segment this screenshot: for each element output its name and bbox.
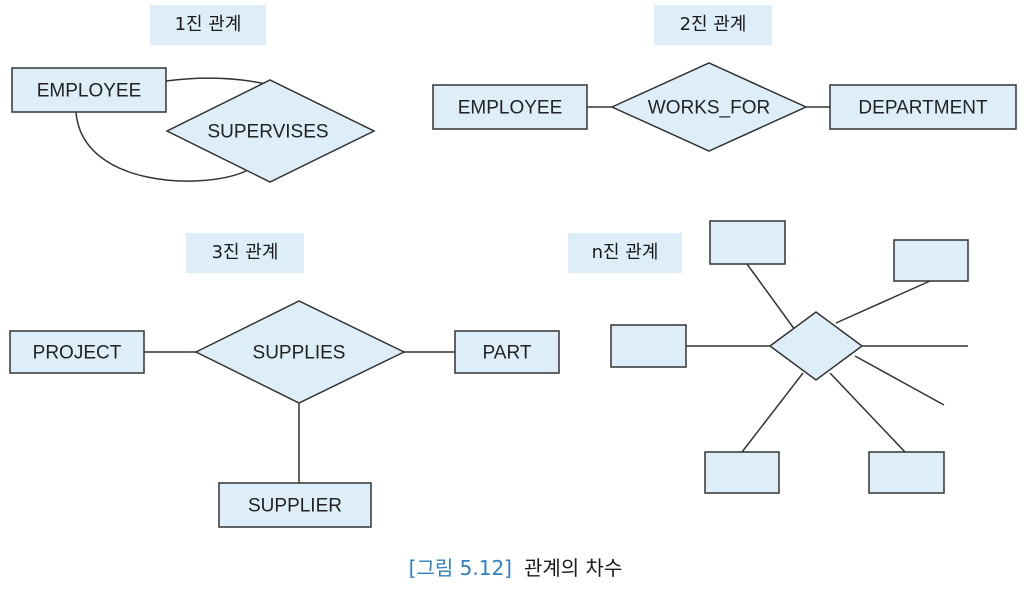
nary-relationship-diamond	[768, 311, 864, 381]
unary-connector-bottom	[75, 111, 247, 182]
ternary-entity-part-label: PART	[483, 343, 532, 364]
unary-connector-top	[165, 77, 267, 85]
binary-title: 2진 관계	[654, 5, 772, 45]
binary-entity-department-label: DEPARTMENT	[858, 98, 988, 119]
ternary-relationship-supplies	[194, 300, 406, 404]
binary-entity-department	[829, 84, 1017, 130]
ternary-relationship-supplies-label: SUPPLIES	[253, 343, 346, 364]
unary-entity-employee	[11, 67, 167, 113]
nary-connector-top-left	[746, 263, 796, 331]
ternary-entity-project	[9, 330, 145, 374]
binary-relationship-works-for-label: WORKS_FOR	[648, 98, 770, 119]
nary-entity-bottom-right	[868, 451, 945, 494]
nary-connector-bottom-left	[741, 372, 804, 453]
ternary-entity-supplier-label: SUPPLIER	[248, 496, 342, 517]
ternary-entity-project-label: PROJECT	[33, 343, 122, 364]
nary-entity-bottom-left	[704, 451, 780, 494]
unary-relationship-supervises-label: SUPERVISES	[207, 122, 328, 143]
unary-relationship-supervises	[165, 79, 376, 183]
ternary-entity-supplier	[218, 482, 372, 528]
figure-caption: [그림 5.12] 관계의 차수	[0, 552, 1031, 581]
unary-entity-employee-label: EMPLOYEE	[37, 81, 142, 102]
nary-connector-top-right	[835, 280, 931, 324]
figure-number: [그림 5.12]	[408, 556, 512, 580]
ternary-entity-part	[454, 330, 560, 374]
nary-connector-bottom-right	[829, 372, 906, 453]
ternary-relationship-group	[9, 300, 560, 528]
nary-title: n진 관계	[568, 233, 682, 273]
ternary-title: 3진 관계	[186, 233, 304, 273]
binary-entity-employee	[432, 84, 588, 130]
binary-relationship-works-for	[610, 62, 808, 152]
nary-entity-left	[610, 324, 687, 368]
figure-caption-text: 관계의 차수	[523, 556, 623, 580]
unary-title: 1진 관계	[150, 5, 266, 45]
nary-relationship-group	[610, 220, 969, 494]
nary-entity-top-left	[709, 220, 786, 265]
nary-connector-lower-right-open	[854, 355, 945, 406]
unary-relationship-group	[11, 67, 376, 183]
binary-entity-employee-label: EMPLOYEE	[458, 98, 563, 119]
nary-entity-top-right	[893, 239, 969, 282]
binary-relationship-group	[432, 62, 1017, 152]
